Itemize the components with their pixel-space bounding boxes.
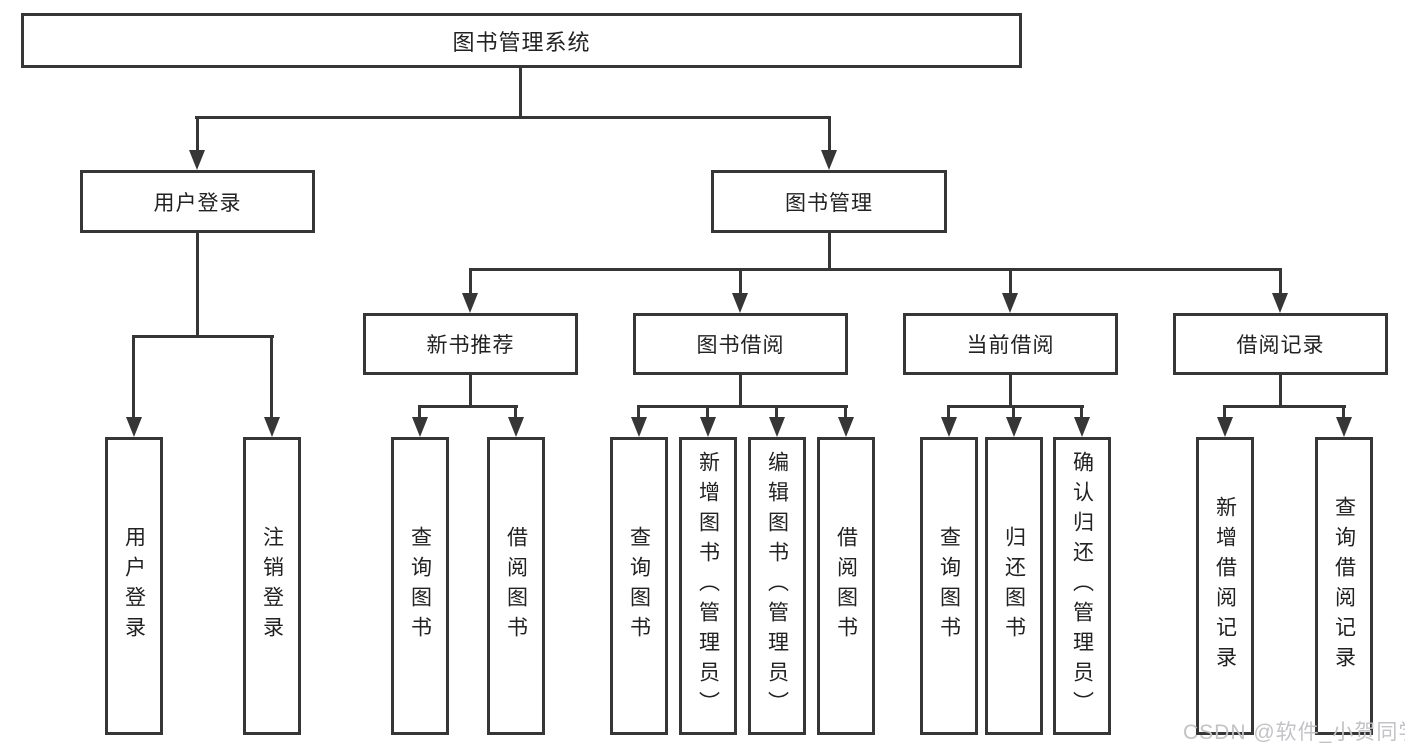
- connector-vline: [947, 407, 950, 421]
- leaf-user-login: 用户登录: [105, 437, 163, 735]
- arrowhead-down-icon: [1002, 293, 1018, 313]
- arrowhead-down-icon: [732, 293, 748, 313]
- leaf-borrow-books-recommend: 借阅图书: [487, 437, 545, 735]
- leaf-logout-label: 注销登录: [260, 526, 284, 646]
- arrowhead-down-icon: [1272, 293, 1288, 313]
- connector-hline: [637, 405, 848, 408]
- connector-vline: [469, 375, 472, 408]
- arrowhead-down-icon: [631, 417, 647, 437]
- leaf-query-books-recommend: 查询图书: [391, 437, 449, 735]
- arrowhead-down-icon: [769, 417, 785, 437]
- connector-vline: [739, 270, 742, 296]
- connector-vline: [1080, 407, 1083, 421]
- node-book-borrowing: 图书借阅: [633, 313, 848, 375]
- node-book-management: 图书管理: [711, 170, 947, 233]
- leaf-confirm-return-admin-label: 确认归还（管理员）: [1070, 451, 1094, 721]
- arrowhead-down-icon: [838, 417, 854, 437]
- connector-vline: [1279, 375, 1282, 408]
- connector-vline: [828, 233, 831, 270]
- arrowhead-down-icon: [1217, 417, 1233, 437]
- connector-hline: [195, 116, 831, 119]
- connector-vline: [270, 337, 273, 421]
- connector-vline: [469, 270, 472, 296]
- arrowhead-down-icon: [700, 417, 716, 437]
- leaf-add-book-admin-label: 新增图书（管理员）: [696, 451, 720, 721]
- leaf-add-borrow-record: 新增借阅记录: [1196, 437, 1254, 735]
- connector-hline: [1223, 405, 1346, 408]
- connector-vline: [519, 68, 522, 118]
- connector-vline: [1279, 270, 1282, 296]
- node-user-login-label: 用户登录: [153, 191, 242, 215]
- leaf-query-books-recommend-label: 查询图书: [408, 526, 432, 646]
- connector-vline: [828, 118, 831, 154]
- connector-vline: [418, 407, 421, 421]
- connector-vline: [775, 407, 778, 421]
- connector-vline: [1223, 407, 1226, 421]
- leaf-borrow-books-borrowing-label: 借阅图书: [834, 526, 858, 646]
- connector-vline: [637, 407, 640, 421]
- connector-vline: [1012, 407, 1015, 421]
- leaf-query-borrow-record: 查询借阅记录: [1315, 437, 1373, 735]
- arrowhead-down-icon: [264, 417, 280, 437]
- arrowhead-down-icon: [126, 417, 142, 437]
- arrowhead-down-icon: [462, 293, 478, 313]
- node-borrowing-records: 借阅记录: [1173, 313, 1388, 375]
- connector-hline: [947, 405, 1084, 408]
- leaf-query-borrow-record-label: 查询借阅记录: [1332, 496, 1356, 676]
- connector-hline: [132, 335, 274, 338]
- arrowhead-down-icon: [1006, 417, 1022, 437]
- node-current-borrowing-label: 当前借阅: [966, 334, 1055, 357]
- leaf-add-book-admin: 新增图书（管理员）: [679, 437, 737, 735]
- connector-vline: [1342, 407, 1345, 421]
- leaf-borrow-books-recommend-label: 借阅图书: [504, 526, 528, 646]
- arrowhead-down-icon: [821, 150, 837, 170]
- connector-vline: [196, 233, 199, 338]
- connector-vline: [132, 337, 135, 421]
- connector-vline: [844, 407, 847, 421]
- connector-vline: [706, 407, 709, 421]
- node-new-book-recommend-label: 新书推荐: [426, 334, 515, 357]
- node-book-management-label: 图书管理: [785, 191, 873, 215]
- leaf-edit-book-admin: 编辑图书（管理员）: [748, 437, 806, 735]
- leaf-borrow-books-borrowing: 借阅图书: [817, 437, 875, 735]
- leaf-logout: 注销登录: [243, 437, 301, 735]
- node-book-borrowing-label: 图书借阅: [696, 334, 785, 357]
- leaf-user-login-label: 用户登录: [122, 526, 146, 646]
- connector-vline: [739, 375, 742, 408]
- arrowhead-down-icon: [508, 417, 524, 437]
- connector-hline: [469, 268, 1282, 271]
- node-current-borrowing: 当前借阅: [903, 313, 1118, 375]
- leaf-return-book-label: 归还图书: [1002, 526, 1026, 646]
- leaf-query-books-current-label: 查询图书: [937, 526, 961, 646]
- connector-vline: [514, 407, 517, 421]
- connector-vline: [196, 118, 199, 154]
- node-new-book-recommend: 新书推荐: [363, 313, 578, 375]
- arrowhead-down-icon: [412, 417, 428, 437]
- connector-vline: [1009, 375, 1012, 408]
- leaf-query-books-borrowing-label: 查询图书: [627, 526, 651, 646]
- node-borrowing-records-label: 借阅记录: [1236, 334, 1325, 357]
- leaf-edit-book-admin-label: 编辑图书（管理员）: [765, 451, 789, 721]
- node-root: 图书管理系统: [21, 13, 1022, 68]
- arrowhead-down-icon: [1336, 417, 1352, 437]
- connector-hline: [418, 405, 518, 408]
- arrowhead-down-icon: [941, 417, 957, 437]
- watermark: CSDN @软件_小贺同学: [1183, 721, 1405, 744]
- node-user-login: 用户登录: [80, 170, 315, 233]
- leaf-add-borrow-record-label: 新增借阅记录: [1213, 496, 1237, 676]
- leaf-query-books-current: 查询图书: [920, 437, 978, 735]
- leaf-return-book: 归还图书: [985, 437, 1043, 735]
- leaf-query-books-borrowing: 查询图书: [610, 437, 668, 735]
- node-root-label: 图书管理系统: [452, 29, 591, 55]
- connector-vline: [1009, 270, 1012, 296]
- leaf-confirm-return-admin: 确认归还（管理员）: [1053, 437, 1111, 735]
- arrowhead-down-icon: [189, 150, 205, 170]
- arrowhead-down-icon: [1074, 417, 1090, 437]
